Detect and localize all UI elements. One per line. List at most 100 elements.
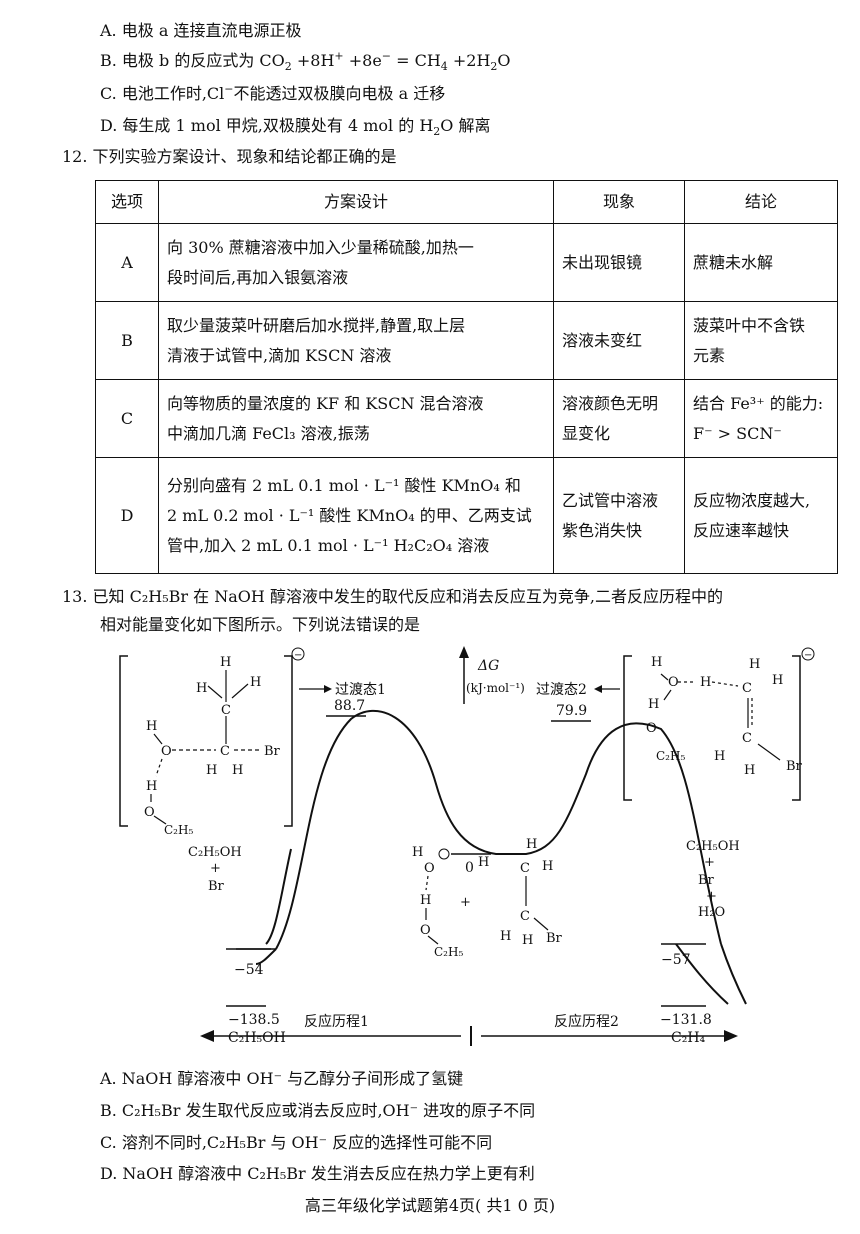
q12-stem: 12. 下列实验方案设计、现象和结论都正确的是 xyxy=(62,147,397,166)
value-ts2: 79.9 xyxy=(556,703,587,719)
q11-option-a: A. 电极 a 连接直流电源正极 xyxy=(100,21,302,40)
arrow-right-icon xyxy=(724,1030,738,1042)
svg-text:H: H xyxy=(146,719,157,734)
axis-label: ΔG xyxy=(477,658,499,674)
svg-text:C₂H₅: C₂H₅ xyxy=(656,749,685,763)
page-footer: 高三年级化学试题第4页( 共1 0 页) xyxy=(304,1196,556,1215)
row-conclusion: 菠菜叶中不含铁元素 xyxy=(684,301,838,380)
header-conclusion: 结论 xyxy=(684,180,838,224)
energy-curve-right-drop xyxy=(675,943,729,1005)
svg-text:H: H xyxy=(412,845,423,860)
svg-text:+: + xyxy=(210,861,221,876)
svg-text:O: O xyxy=(646,721,657,736)
value-left-mid: −54 xyxy=(234,962,264,978)
row-phenomenon: 乙试管中溶液紫色消失快 xyxy=(553,457,685,574)
header-design: 方案设计 xyxy=(158,180,554,224)
arrow-left-icon xyxy=(594,685,602,693)
q13-stem-line1: 13. 已知 C₂H₅Br 在 NaOH 醇溶液中发生的取代反应和消去反应互为竞… xyxy=(62,587,724,606)
svg-text:H: H xyxy=(526,837,537,852)
svg-text:H: H xyxy=(250,675,261,690)
energy-curve-left-drop xyxy=(265,848,292,945)
q11-option-d: D. 每生成 1 mol 甲烷,双极膜处有 4 mol 的 H2O 解离 xyxy=(100,116,491,139)
svg-text:H: H xyxy=(196,681,207,696)
svg-text:C: C xyxy=(742,681,752,696)
energy-curve-right-tail xyxy=(720,943,747,1005)
svg-text:Br: Br xyxy=(264,744,281,759)
svg-text:Br: Br xyxy=(546,931,563,946)
value-right-end: −131.8 xyxy=(660,1012,712,1028)
svg-text:C: C xyxy=(221,703,231,718)
q13-option-c: C. 溶剂不同时,C₂H₅Br 与 OH⁻ 反应的选择性可能不同 xyxy=(100,1133,493,1152)
row-conclusion: 反应物浓度越大,反应速率越快 xyxy=(684,457,838,574)
svg-text:C₂H₅: C₂H₅ xyxy=(164,823,193,837)
row-phenomenon: 未出现银镜 xyxy=(553,223,685,302)
svg-text:H₂O: H₂O xyxy=(698,905,725,920)
table-row: C 向等物质的量浓度的 KF 和 KSCN 混合溶液中滴加几滴 FeCl₃ 溶液… xyxy=(95,379,838,458)
value-right-mid: −57 xyxy=(661,952,691,968)
left-intermediate-species: C₂H₅OH + Br xyxy=(188,845,242,894)
row-design: 取少量菠菜叶研磨后加水搅拌,静置,取上层清液于试管中,滴加 KSCN 溶液 xyxy=(158,301,554,380)
row-phenomenon: 溶液未变红 xyxy=(553,301,685,380)
svg-text:H: H xyxy=(500,929,511,944)
arrow-right-icon xyxy=(324,685,332,693)
svg-text:O: O xyxy=(161,744,172,759)
table-header-row: 选项 方案设计 现象 结论 xyxy=(95,180,838,224)
svg-text:+: + xyxy=(706,889,717,904)
row-design: 向 30% 蔗糖溶液中加入少量稀硫酸,加热一段时间后,再加入银氨溶液 xyxy=(158,223,554,302)
svg-text:O: O xyxy=(420,923,431,938)
row-design: 向等物质的量浓度的 KF 和 KSCN 混合溶液中滴加几滴 FeCl₃ 溶液,振… xyxy=(158,379,554,458)
q12-table: 选项 方案设计 现象 结论 A 向 30% 蔗糖溶液中加入少量稀硫酸,加热一段时… xyxy=(95,180,838,574)
svg-text:C: C xyxy=(742,731,752,746)
row-conclusion: 结合 Fe³⁺ 的能力:F⁻ > SCN⁻ xyxy=(684,379,838,458)
svg-text:H: H xyxy=(232,763,243,778)
svg-text:Br: Br xyxy=(208,879,225,894)
svg-text:Br: Br xyxy=(698,873,715,888)
svg-text:Br: Br xyxy=(786,759,803,774)
header-option: 选项 xyxy=(95,180,159,224)
svg-text:H: H xyxy=(220,655,231,670)
row-option: B xyxy=(95,301,159,380)
label-ts1: 过渡态1 xyxy=(335,682,386,698)
label-ts2: 过渡态2 xyxy=(536,682,587,698)
q13-option-a: A. NaOH 醇溶液中 OH⁻ 与乙醇分子间形成了氢键 xyxy=(100,1069,464,1088)
q11-option-b: B. 电极 b 的反应式为 CO2 +8H+ +8e− = CH4 +2H2O xyxy=(100,49,511,74)
row-phenomenon: 溶液颜色无明显变化 xyxy=(553,379,685,458)
svg-text:H: H xyxy=(206,763,217,778)
svg-text:C₂H₅OH: C₂H₅OH xyxy=(686,839,740,854)
svg-text:H: H xyxy=(714,749,725,764)
value-ts1: 88.7 xyxy=(334,698,365,714)
q11-option-c: C. 电池工作时,Cl−不能透过双极膜向电极 a 迁移 xyxy=(100,82,446,103)
svg-text:+: + xyxy=(704,855,715,870)
header-phenomenon: 现象 xyxy=(553,180,685,224)
svg-text:O: O xyxy=(668,675,679,690)
svg-text:C₂H₅OH: C₂H₅OH xyxy=(188,845,242,860)
q13-option-b: B. C₂H₅Br 发生取代反应或消去反应时,OH⁻ 进攻的原子不同 xyxy=(100,1101,536,1120)
value-left-end: −138.5 xyxy=(228,1012,280,1028)
value-start: 0 xyxy=(465,860,474,876)
svg-text:O: O xyxy=(144,805,155,820)
label-left-end-product: C₂H₅OH xyxy=(228,1030,286,1046)
svg-text:C₂H₅: C₂H₅ xyxy=(434,945,463,959)
label-path2: 反应历程2 xyxy=(554,1013,619,1030)
svg-text:H: H xyxy=(749,657,760,672)
axis-arrowhead-icon xyxy=(459,646,469,658)
svg-text:H: H xyxy=(772,673,783,688)
row-conclusion: 蔗糖未水解 xyxy=(684,223,838,302)
svg-text:O: O xyxy=(424,861,435,876)
svg-text:H: H xyxy=(651,655,662,670)
svg-text:H: H xyxy=(700,675,711,690)
row-option: A xyxy=(95,223,159,302)
transition-state-2-structure: − H O H H O C₂H₅ C H H C H H Br xyxy=(623,647,815,801)
svg-text:C: C xyxy=(520,909,530,924)
row-option: C xyxy=(95,379,159,458)
transition-state-1-structure: − H H H C C H H Br H O H O C₂H₅ xyxy=(119,647,305,837)
svg-text:H: H xyxy=(146,779,157,794)
table-row: B 取少量菠菜叶研磨后加水搅拌,静置,取上层清液于试管中,滴加 KSCN 溶液 … xyxy=(95,301,838,380)
svg-text:H: H xyxy=(542,859,553,874)
q13-stem-line2: 相对能量变化如下图所示。下列说法错误的是 xyxy=(100,615,421,634)
svg-text:H: H xyxy=(648,697,659,712)
label-right-end-product: C₂H₄ xyxy=(671,1030,706,1046)
reactant-structures: H O H O C₂H₅ + H H C H C H H Br xyxy=(412,837,563,959)
